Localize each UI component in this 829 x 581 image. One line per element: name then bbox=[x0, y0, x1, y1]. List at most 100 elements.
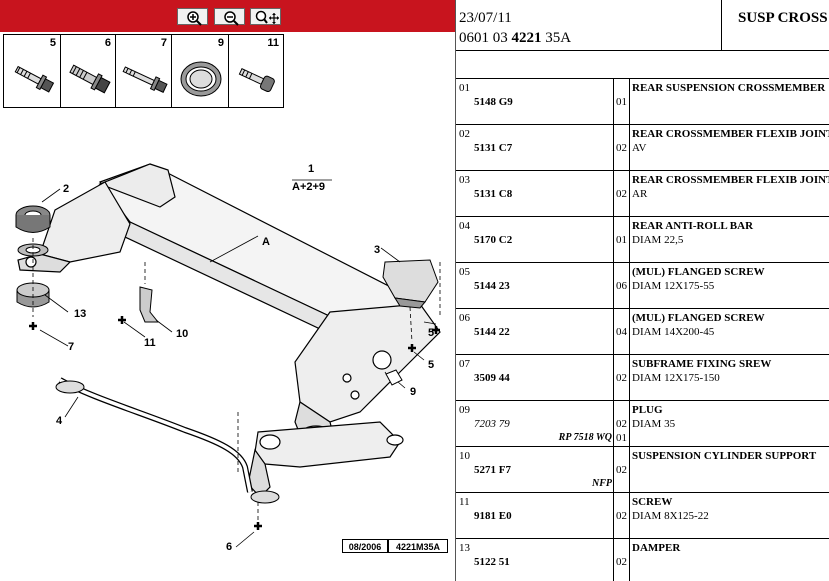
callout-2: 2 bbox=[63, 183, 69, 195]
column-divider bbox=[613, 447, 614, 493]
column-divider bbox=[613, 355, 614, 401]
callout-3: 3 bbox=[374, 244, 380, 256]
row-index: 06 bbox=[459, 312, 470, 324]
part-name: REAR ANTI-ROLL BAR bbox=[632, 220, 754, 232]
part-reference[interactable]: 5148 G9 bbox=[474, 96, 513, 108]
row-index: 09 bbox=[459, 404, 470, 416]
part-thumb-9[interactable]: 9 bbox=[171, 34, 229, 108]
flanged-screw-icon bbox=[14, 65, 55, 93]
part-name: SUSPENSION CYLINDER SUPPORT bbox=[632, 450, 817, 462]
column-divider bbox=[629, 447, 630, 493]
callout-5: 5 bbox=[428, 327, 434, 339]
part-name: REAR CROSSMEMBER FLEXIB JOINTS bbox=[632, 128, 829, 140]
column-divider bbox=[613, 217, 614, 263]
part-quantity: 04 bbox=[616, 326, 627, 338]
zoom-in-button[interactable] bbox=[177, 8, 208, 26]
part-reference[interactable]: 9181 E0 bbox=[474, 510, 512, 522]
part-name: SCREW bbox=[632, 496, 673, 508]
part-thumb-number: 5 bbox=[49, 37, 56, 49]
parts-strip: 5 6 bbox=[0, 32, 455, 112]
part-thumb-6[interactable]: 6 bbox=[60, 34, 116, 108]
row-index: 05 bbox=[459, 266, 470, 278]
row-index: 03 bbox=[459, 174, 470, 186]
table-row[interactable]: 06 5144 22 04 (MUL) FLANGED SCREW DIAM 14X20… bbox=[456, 309, 829, 355]
column-divider bbox=[613, 79, 614, 125]
part-thumb-number: 6 bbox=[104, 37, 111, 49]
part-quantity: 02 bbox=[616, 556, 627, 568]
part-name: REAR SUSPENSION CROSSMEMBER bbox=[632, 82, 826, 94]
part-sub-reference: RP 7518 WQ bbox=[558, 432, 612, 443]
row-index: 04 bbox=[459, 220, 470, 232]
column-divider bbox=[629, 493, 630, 539]
part-description: DIAM 14X200-45 bbox=[632, 326, 715, 338]
part-reference[interactable]: 3509 44 bbox=[474, 372, 510, 384]
part-name: DAMPER bbox=[632, 542, 681, 554]
parts-list-header: 23/07/11 0601 03 4221 35A SUSP CROSS bbox=[456, 0, 829, 51]
column-divider bbox=[613, 493, 614, 539]
part-reference[interactable]: 5144 23 bbox=[474, 280, 510, 292]
row-index: 07 bbox=[459, 358, 470, 370]
callout-A: A bbox=[262, 236, 270, 248]
part-quantity: 02 bbox=[616, 372, 627, 384]
part-description: DIAM 12X175-55 bbox=[632, 280, 715, 292]
exploded-parts-diagram: 1 A+2+9 A 2 3 4 5 5 6 7 9 10 11 13 bbox=[15, 163, 441, 553]
callout-6: 6 bbox=[226, 541, 232, 553]
screw-icon bbox=[238, 68, 275, 93]
part-quantity-alt: 01 bbox=[616, 432, 627, 444]
part-description: DIAM 12X175-150 bbox=[632, 372, 720, 384]
part-reference[interactable]: 7203 79 bbox=[474, 418, 510, 430]
column-divider bbox=[613, 125, 614, 171]
part-name: PLUG bbox=[632, 404, 663, 416]
part-thumb-number: 11 bbox=[267, 37, 279, 49]
part-name: (MUL) FLANGED SCREW bbox=[632, 312, 765, 324]
part-reference[interactable]: 5144 22 bbox=[474, 326, 510, 338]
part-thumb-5[interactable]: 5 bbox=[3, 34, 61, 108]
part-thumb-7[interactable]: 7 bbox=[115, 34, 172, 108]
zoom-out-icon bbox=[224, 11, 239, 26]
header-code-bold: 4221 bbox=[511, 30, 542, 46]
header-code-suffix: 35A bbox=[541, 30, 572, 46]
header-title: SUSP CROSS bbox=[738, 10, 828, 26]
callout-4: 4 bbox=[56, 415, 63, 427]
callout-5b: 5 bbox=[428, 359, 434, 371]
diagram-pane: 5 6 bbox=[0, 0, 455, 553]
callout-9: 9 bbox=[410, 386, 416, 398]
header-divider bbox=[721, 0, 722, 50]
callout-7: 7 bbox=[68, 341, 74, 353]
table-row[interactable]: 02 5131 C7 02 REAR CROSSMEMBER FLEXIB JOINT… bbox=[456, 125, 829, 171]
row-index: 02 bbox=[459, 128, 470, 140]
part-reference[interactable]: 5170 C2 bbox=[474, 234, 513, 246]
flanged-screw-icon bbox=[69, 64, 111, 94]
part-quantity: 02 bbox=[616, 510, 627, 522]
part-quantity: 01 bbox=[616, 96, 627, 108]
callout-1-sub: A+2+9 bbox=[292, 181, 325, 193]
part-reference[interactable]: 5131 C7 bbox=[474, 142, 513, 154]
part-reference[interactable]: 5131 C8 bbox=[474, 188, 513, 200]
part-quantity: 02 bbox=[616, 418, 627, 430]
row-index: 10 bbox=[459, 450, 470, 462]
part-name: (MUL) FLANGED SCREW bbox=[632, 266, 765, 278]
part-quantity: 01 bbox=[616, 234, 627, 246]
part-reference[interactable]: 5122 51 bbox=[474, 556, 510, 568]
part-thumb-number: 7 bbox=[160, 37, 167, 49]
part-reference[interactable]: 5271 F7 bbox=[474, 464, 511, 476]
part-description: AR bbox=[632, 188, 648, 200]
zoom-out-button[interactable] bbox=[214, 8, 245, 26]
part-quantity: 02 bbox=[616, 142, 627, 154]
column-divider bbox=[613, 309, 614, 355]
part-thumb-11[interactable]: 11 bbox=[228, 34, 284, 108]
callout-13: 13 bbox=[74, 308, 86, 320]
column-divider bbox=[629, 171, 630, 217]
column-divider bbox=[629, 355, 630, 401]
zoom-pan-button[interactable] bbox=[250, 8, 281, 25]
part-description: AV bbox=[632, 142, 647, 154]
